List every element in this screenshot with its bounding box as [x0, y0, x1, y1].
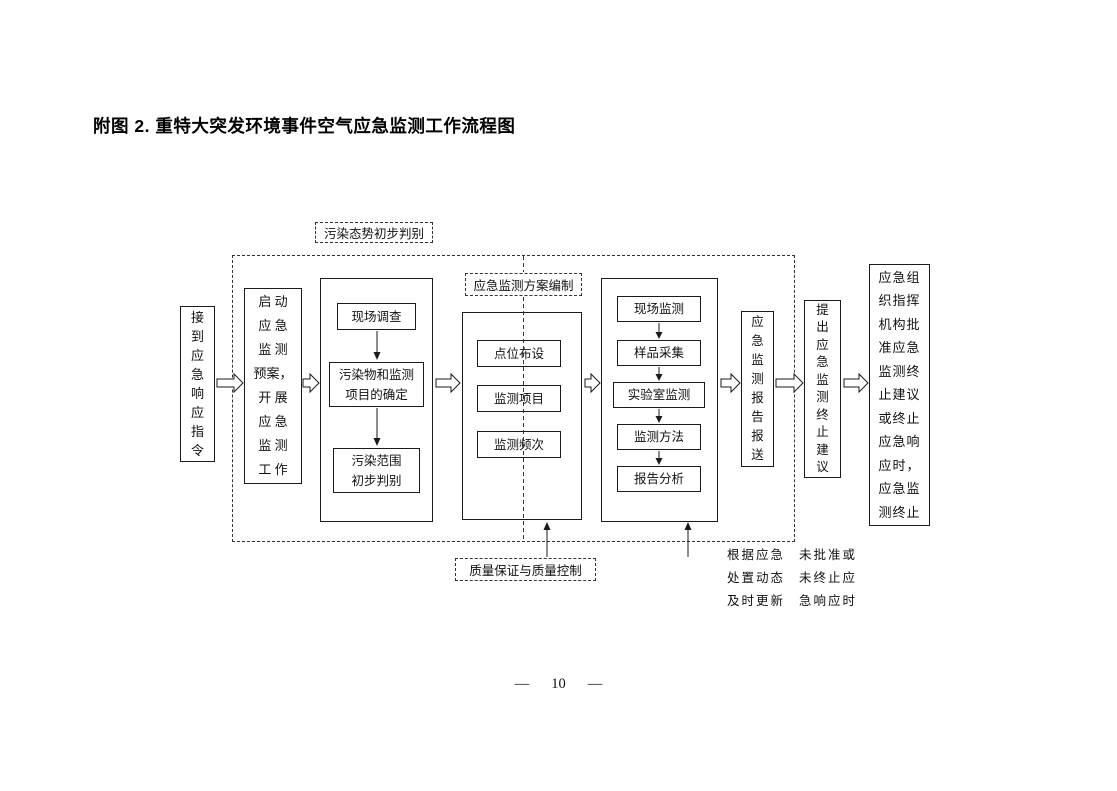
group-monitoring-plan: [462, 312, 582, 520]
node-monitoring-frequency: 监测频次: [477, 431, 561, 458]
node-site-monitoring: 现场监测: [617, 296, 701, 322]
node-monitoring-items: 监测项目: [477, 385, 561, 412]
node-lab-monitoring: 实验室监测: [613, 382, 705, 408]
process-boundary: [232, 255, 795, 542]
node-report-analysis: 报告分析: [617, 466, 701, 492]
node-pollutant-item-determination: 污染物和监测 项目的确定: [329, 362, 424, 407]
page-title: 附图 2. 重特大突发环境事件空气应急监测工作流程图: [93, 116, 516, 136]
node-site-survey: 现场调查: [337, 303, 416, 330]
note-update-dynamics: 根据应急 处置动态 及时更新: [727, 548, 786, 608]
label-monitoring-plan-preparation: 应急监测方案编制: [465, 273, 582, 296]
footer-page-number: — 10 —: [0, 676, 1117, 693]
node-monitoring-method: 监测方法: [617, 424, 701, 450]
group-preliminary-judgment: [320, 278, 433, 522]
page-number: 10: [551, 676, 566, 692]
group-monitoring-implementation: [601, 278, 718, 522]
note-not-approved: 未批准或 未终止应 急响应时: [799, 548, 858, 608]
node-report-submission: 应 急 监 测 报 告 报 送: [741, 311, 774, 467]
label-qa-qc: 质量保证与质量控制: [455, 558, 596, 581]
node-sample-collection: 样品采集: [617, 340, 701, 366]
node-receive-response-order: 接 到 应 急 响 应 指 令: [180, 306, 215, 462]
node-point-layout: 点位布设: [477, 340, 561, 367]
node-pollution-scope-judgment: 污染范围 初步判别: [333, 448, 420, 493]
label-pollution-situation-judgment: 污染态势初步判别: [315, 222, 433, 243]
node-termination-proposal: 提 出 应 急 监 测 终 止 建 议: [804, 300, 841, 478]
footer-dash-left: —: [514, 676, 530, 692]
node-termination-approval: 应急组 织指挥 机构批 准应急 监测终 止建议 或终止 应急响 应时， 应急监 …: [869, 264, 930, 526]
node-start-emergency-monitoring: 启 动 应 急 监 测 预案， 开 展 应 急 监 测 工 作: [244, 288, 302, 484]
footer-dash-right: —: [587, 676, 603, 692]
